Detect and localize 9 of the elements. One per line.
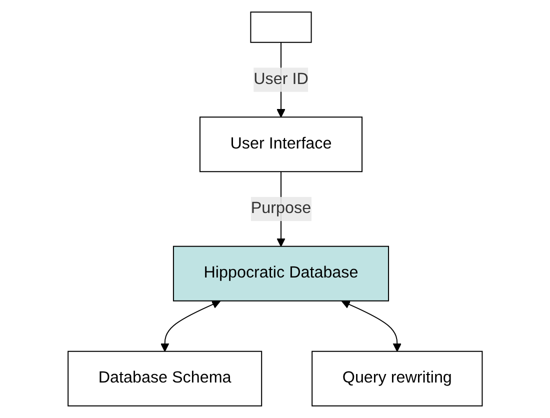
arrow bbox=[160, 300, 221, 352]
edge-label: Purpose bbox=[250, 200, 311, 218]
node-box: User Interface bbox=[199, 116, 362, 172]
node-box: Query rewriting bbox=[311, 350, 483, 406]
arrow bbox=[341, 300, 402, 352]
node-box: Hippocratic Database bbox=[172, 246, 389, 302]
node-box: Database Schema bbox=[67, 350, 262, 406]
node-box bbox=[250, 12, 312, 43]
edge-label: User ID bbox=[253, 70, 308, 88]
